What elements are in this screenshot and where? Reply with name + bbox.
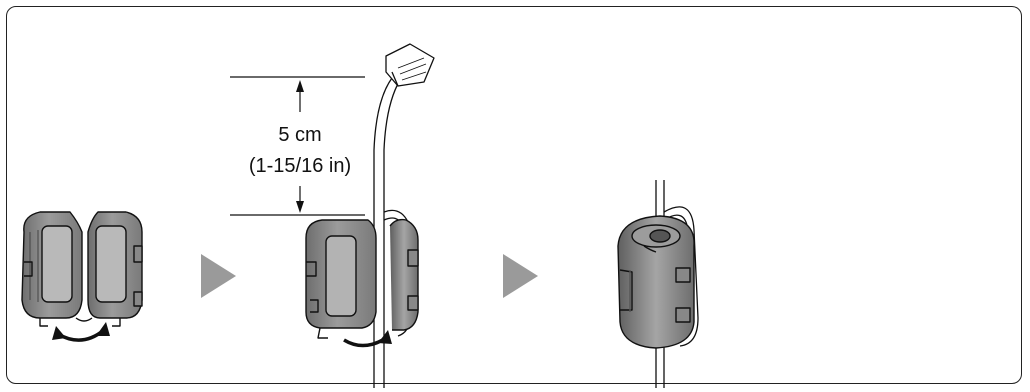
dimension-arrowhead-up [296,80,304,92]
dimension-metric-label: 5 cm [278,124,321,146]
close-rotation-arrow-1 [52,322,110,340]
dimension-imperial-label: (1-15/16 in) [249,155,351,177]
ferrite-core-on-cable [306,220,418,338]
rj45-connector [386,44,434,86]
close-rotation-arrow-2 [344,330,392,346]
step-arrow-1 [201,254,236,298]
closed-ferrite-core-body [618,216,694,348]
dimension-arrowhead-down [296,201,304,213]
open-ferrite-core [22,212,142,326]
step-arrow-2 [503,254,538,298]
dimension-marker [230,77,365,215]
